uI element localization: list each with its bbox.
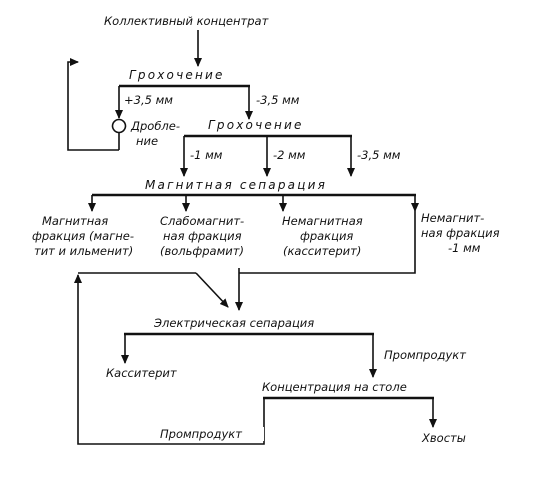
nonmagnetic-product-line1: Немагнитная	[282, 214, 363, 228]
fraction-3-label: -3,5 мм	[357, 148, 401, 162]
recycle-into-electric-arrow	[195, 272, 229, 308]
recycle-loop	[67, 58, 119, 151]
nonmagnetic-fine-line3: -1 мм	[448, 241, 481, 255]
weakly-magnetic-product-line1: Слабомагнит-	[160, 214, 244, 228]
nonmagnetic-product-line3: (касситерит)	[283, 244, 361, 258]
crushing-label-line2: ние	[136, 134, 158, 148]
tailings-label: Хвосты	[421, 431, 466, 445]
table-concentration-title: Концентрация на столе	[262, 380, 407, 394]
fraction-1-label: -1 мм	[190, 148, 223, 162]
electric-middlings-label: Промпродукт	[384, 348, 466, 362]
magnetic-product-line3: тит и ильменит)	[34, 244, 133, 258]
undersize-label: -3,5 мм	[256, 93, 300, 107]
nonmagnetic-product-line2: фракция	[300, 229, 353, 243]
middlings-recycle-line	[74, 274, 265, 445]
nonmagnetic-fine-line1: Немагнит-	[421, 211, 484, 225]
crushing-label-line1: Дробле-	[130, 119, 180, 133]
nonmagnetic-fine-route	[239, 211, 416, 274]
middlings-label-bg	[160, 427, 264, 441]
magnetic-product-line1: Магнитная	[42, 214, 108, 228]
weakly-magnetic-product-line2: ная фракция	[163, 229, 242, 243]
oversize-label: +3,5 мм	[124, 93, 173, 107]
weakly-magnetic-product-line3: (вольфрамит)	[160, 244, 244, 258]
table-middlings-label: Промпродукт	[160, 427, 242, 441]
cassiterite-label: Касситерит	[106, 366, 177, 380]
magnetic-product-line2: фракция (магне-	[32, 229, 134, 243]
screening-2-title: Грохочение	[208, 118, 304, 132]
magnetic-separation-title: Магнитная сепарация	[145, 178, 327, 192]
fraction-2-label: -2 мм	[273, 148, 306, 162]
electric-separation-title: Электрическая сепарация	[153, 316, 314, 330]
nonmagnetic-fine-line2: ная фракция	[421, 226, 500, 240]
crusher-circle	[111, 118, 127, 134]
screening-1-title: Грохочение	[129, 68, 225, 82]
feed-label: Коллективный концентрат	[104, 14, 269, 28]
